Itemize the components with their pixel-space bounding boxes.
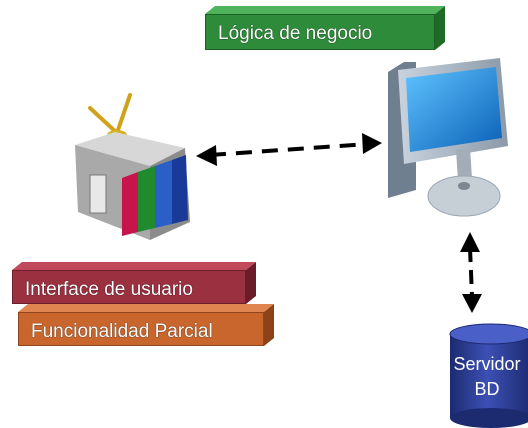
tv-client-icon xyxy=(75,93,190,240)
database-icon xyxy=(449,323,528,428)
user-interface-box-3d xyxy=(12,262,256,304)
database-label-line2: BD xyxy=(474,379,500,399)
business-logic-box: Lógica de negocio xyxy=(205,14,435,50)
database-label: Servidor BD xyxy=(446,352,528,402)
double-arrow-icon xyxy=(196,133,382,166)
business-logic-label: Lógica de negocio xyxy=(218,23,373,44)
partial-functionality-box-3d xyxy=(18,304,274,346)
user-interface-box: Interface de usuario xyxy=(12,270,246,304)
user-interface-label: Interface de usuario xyxy=(25,279,193,300)
business-logic-box-3d xyxy=(205,6,445,50)
double-arrow-icon xyxy=(460,232,482,313)
partial-functionality-box: Funcionalidad Parcial xyxy=(18,312,264,346)
partial-functionality-label: Funcionalidad Parcial xyxy=(31,321,213,342)
database-label-line1: Servidor xyxy=(453,354,521,374)
computer-server-icon xyxy=(388,58,508,217)
